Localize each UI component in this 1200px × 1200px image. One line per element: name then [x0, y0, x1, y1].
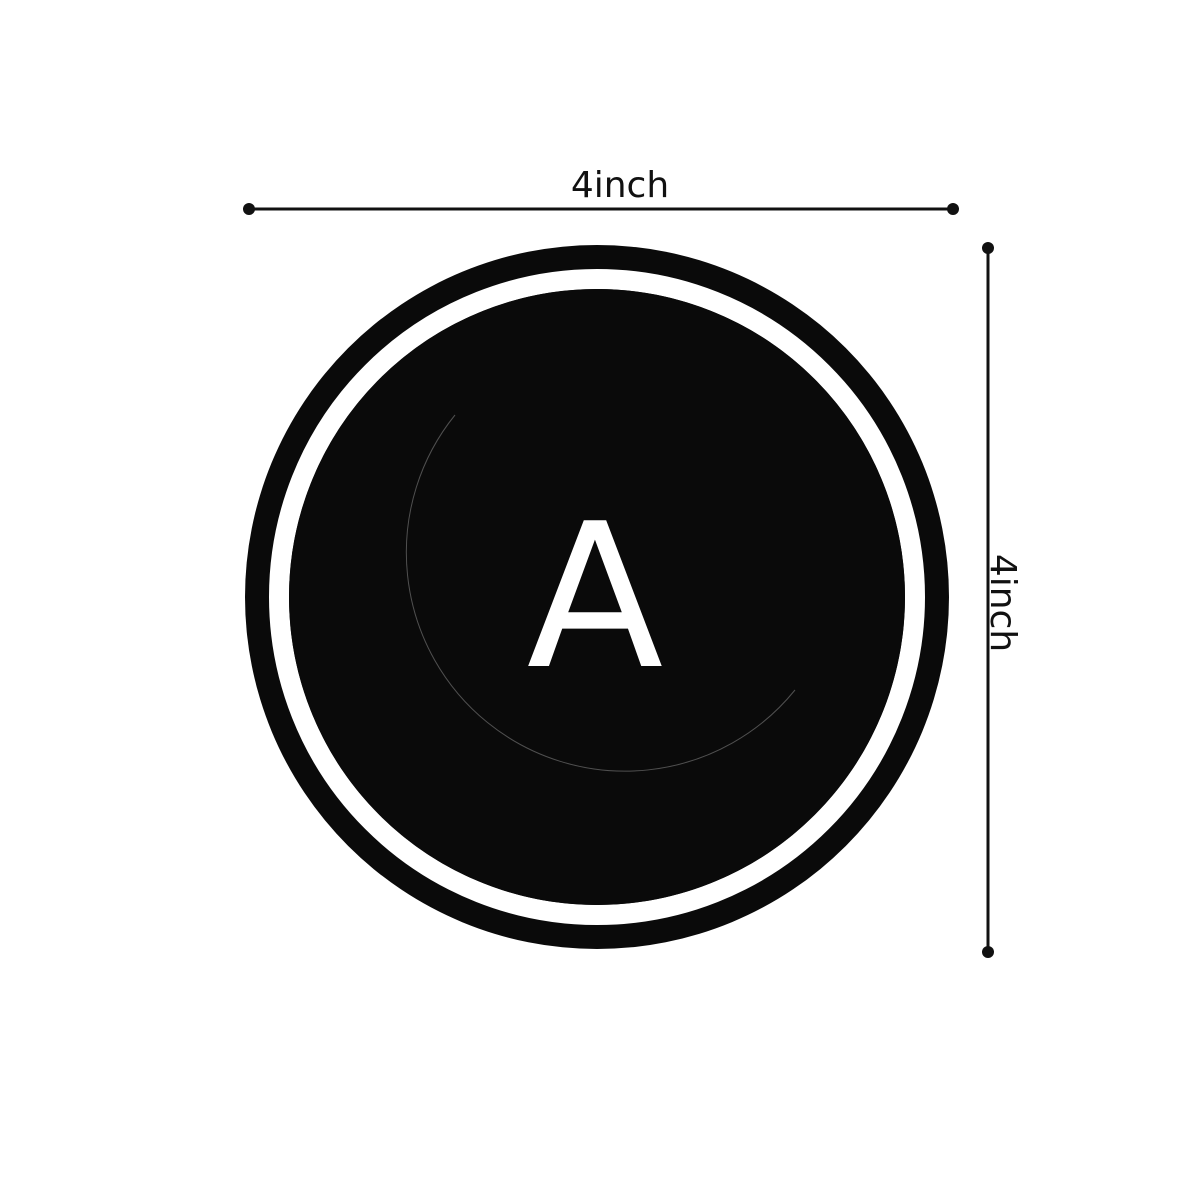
coaster-white-ring — [269, 269, 925, 925]
height-dimension-label: 4inch — [982, 553, 1023, 653]
coaster-letter: A — [526, 481, 664, 714]
height-dimension-top-endpoint — [982, 242, 994, 254]
width-dimension-left-endpoint — [243, 203, 255, 215]
width-dimension-right-endpoint — [947, 203, 959, 215]
height-dimension-bottom-endpoint — [982, 946, 994, 958]
width-dimension-label: 4inch — [570, 165, 670, 206]
coaster-inner-disc — [289, 289, 905, 905]
coaster-inner-arc — [405, 414, 796, 772]
